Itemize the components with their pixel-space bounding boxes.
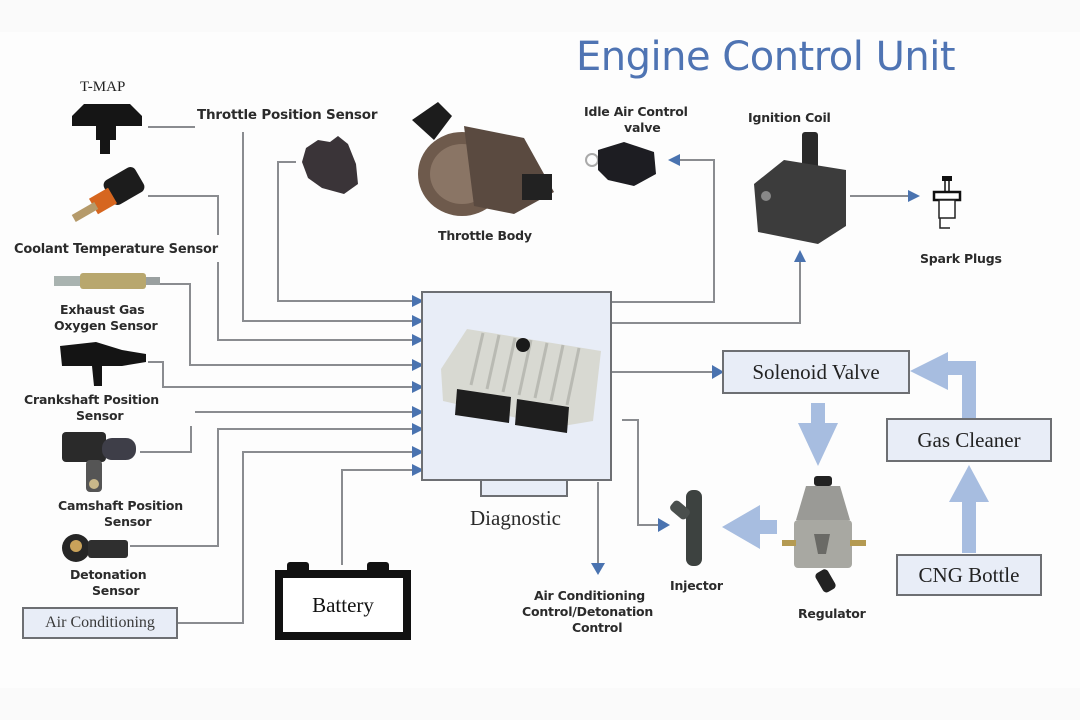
arrow-icon [412,359,424,371]
ignition-coil-icon [754,132,846,244]
wire-detonation [130,428,418,547]
ac-control-label-line1: Air Conditioning [534,588,646,603]
throttle-position-sensor-label: Throttle Position Sensor [197,107,378,123]
coolant-temperature-sensor-icon [71,167,145,222]
idle-air-control-valve-icon [585,142,656,186]
camshaft-position-sensor-icon [62,432,136,492]
arrow-ac-control-icon [591,563,605,575]
tmap-sensor-icon [72,104,142,154]
wire-coolant [148,195,219,235]
arrow-icon [412,406,424,418]
air-conditioning-box: Air Conditioning [22,607,178,639]
camshaft-label-line2: Sensor [104,514,152,529]
ecu-module-icon [441,329,601,433]
crankshaft-label-line2: Sensor [76,408,124,423]
diagnostic-port [480,481,568,497]
wire-ac [178,451,418,624]
regulator-label: Regulator [798,606,866,621]
bottom-band [0,688,1080,720]
arrow-icon [412,315,424,327]
arrow-icon [412,464,424,476]
cng-bottle-box: CNG Bottle [896,554,1042,596]
wire-crankshaft [148,361,418,388]
ac-control-label-line3: Control [572,620,623,635]
idle-air-label-line1: Idle Air Control [584,104,688,119]
injector-icon [670,490,702,566]
wire-battery [341,469,418,565]
arrow-idle-air-icon [668,154,680,166]
crankshaft-position-sensor-icon [60,342,146,386]
arrow-icon [412,446,424,458]
arrow-solenoid-icon [712,365,724,379]
throttle-body-icon [412,102,554,216]
arrow-ignition-icon [794,250,806,262]
top-band [0,0,1080,32]
idle-air-label-line2: valve [624,120,661,135]
solenoid-valve-box: Solenoid Valve [722,350,910,394]
flow-arrow-left-icon [722,505,760,549]
coolant-temperature-sensor-label: Coolant Temperature Sensor [14,242,218,257]
flow-arrow-left-icon [910,352,948,390]
throttle-body-label: Throttle Body [438,228,532,243]
wire-throttle-position [242,132,418,322]
wire-coolant-2 [217,262,418,341]
arrow-injector-icon [658,518,670,532]
page-title: Engine Control Unit [576,34,956,80]
arrow-spark-icon [908,190,920,202]
flow-arrow-down-icon [798,423,838,466]
ecu-box [421,291,612,481]
gas-flow-arrows [722,352,989,553]
arrow-icon [412,423,424,435]
ignition-coil-label: Ignition Coil [748,110,831,125]
camshaft-label-line1: Camshaft Position [58,498,183,513]
flow-arrow-up-icon [949,465,989,502]
exhaust-gas-label-line2: Oxygen Sensor [54,318,158,333]
tmap-label: T-MAP [80,79,126,95]
arrow-icon [412,295,424,307]
detonation-sensor-icon [62,534,128,562]
exhaust-gas-label-line1: Exhaust Gas [60,302,145,317]
detonation-label-line2: Sensor [92,583,140,598]
detonation-label-line1: Detonation [70,567,147,582]
battery-terminal-pos [367,562,389,572]
wire-idle-air [612,159,715,303]
battery-box: Battery [275,570,411,640]
wire-injector [622,419,660,526]
exhaust-gas-oxygen-sensor-icon [54,273,160,289]
crankshaft-label-line1: Crankshaft Position [24,392,159,407]
spark-plugs-label: Spark Plugs [920,251,1002,266]
arrow-icon [412,381,424,393]
wire-exhaust [160,283,418,366]
arrow-icon [412,334,424,346]
diagnostic-label: Diagnostic [470,506,561,530]
wire-camshaft-img [140,426,192,453]
regulator-icon [782,476,866,593]
wire-tps-image [277,161,418,302]
gas-cleaner-box: Gas Cleaner [886,418,1052,462]
injector-label: Injector [670,578,723,593]
spark-plugs-icon [932,176,962,229]
ac-control-label-line2: Control/Detonation [522,604,654,619]
ecu-input-arrows [412,154,920,575]
wire-ignition [612,262,801,324]
throttle-position-sensor-icon [302,136,358,194]
battery-terminal-neg [287,562,309,572]
